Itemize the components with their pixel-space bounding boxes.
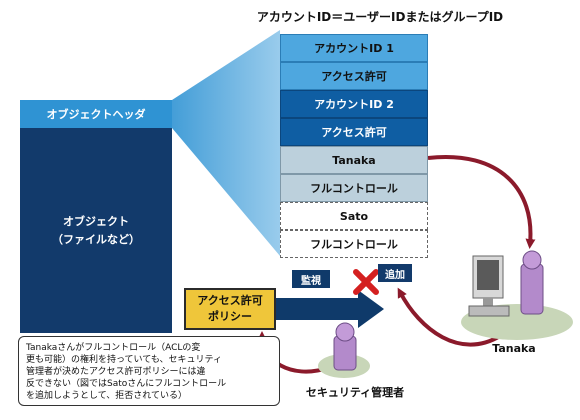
object-body: オブジェクト （ファイルなど） (20, 128, 172, 333)
tanaka-label: Tanaka (492, 342, 536, 355)
add-attempt-arrow (397, 287, 502, 347)
security-admin-label: セキュリティ管理者 (305, 386, 405, 399)
add-tag: 追加 (378, 264, 412, 282)
acl-row-account-id-2: アカウントID 2 (280, 90, 428, 118)
callout-line-4: 反できない（図ではSatoさんにフルコントロール (26, 379, 227, 389)
callout-line-5: を追加しようとして、拒否されている） (26, 391, 188, 401)
callout-line-1: Tanakaさんがフルコントロール（ACLの変 (26, 343, 201, 353)
tanaka-arrow (427, 155, 536, 249)
deny-mark-icon (353, 269, 379, 295)
policy-line-1: アクセス許可 (197, 294, 263, 307)
monitor-arrow (276, 290, 384, 328)
acl-row-sato: Sato (280, 202, 428, 230)
acl-row-tanaka: Tanaka (280, 146, 428, 174)
explanation-callout: Tanakaさんがフルコントロール（ACLの変 更も可能）の権利を持っていても、… (18, 336, 280, 406)
object-header: オブジェクトヘッダ (20, 100, 172, 128)
projection-cone (172, 30, 280, 256)
acl-row-account-id-1: アカウントID 1 (280, 34, 428, 62)
policy-line-2: ポリシー (208, 310, 252, 323)
acl-row-permission-1: アクセス許可 (280, 62, 428, 90)
acl-row-permission-2: アクセス許可 (280, 118, 428, 146)
monitor-tag: 監視 (292, 270, 330, 288)
diagram-title: アカウントID＝ユーザーIDまたはグループID (256, 10, 504, 24)
tanaka-pc-icon (461, 250, 573, 340)
security-admin-icon (318, 322, 370, 378)
acl-row-sato-permission: フルコントロール (280, 230, 428, 258)
callout-line-3: 管理者が決めたアクセス許可ポリシーには違 (26, 367, 206, 377)
access-policy-box: アクセス許可 ポリシー (184, 288, 276, 330)
callout-line-2: 更も可能）の権利を持っていても、セキュリティ (26, 355, 223, 365)
object-sublabel: （ファイルなど） (52, 232, 140, 246)
object-label: オブジェクト (63, 214, 129, 228)
acl-row-tanaka-permission: フルコントロール (280, 174, 428, 202)
